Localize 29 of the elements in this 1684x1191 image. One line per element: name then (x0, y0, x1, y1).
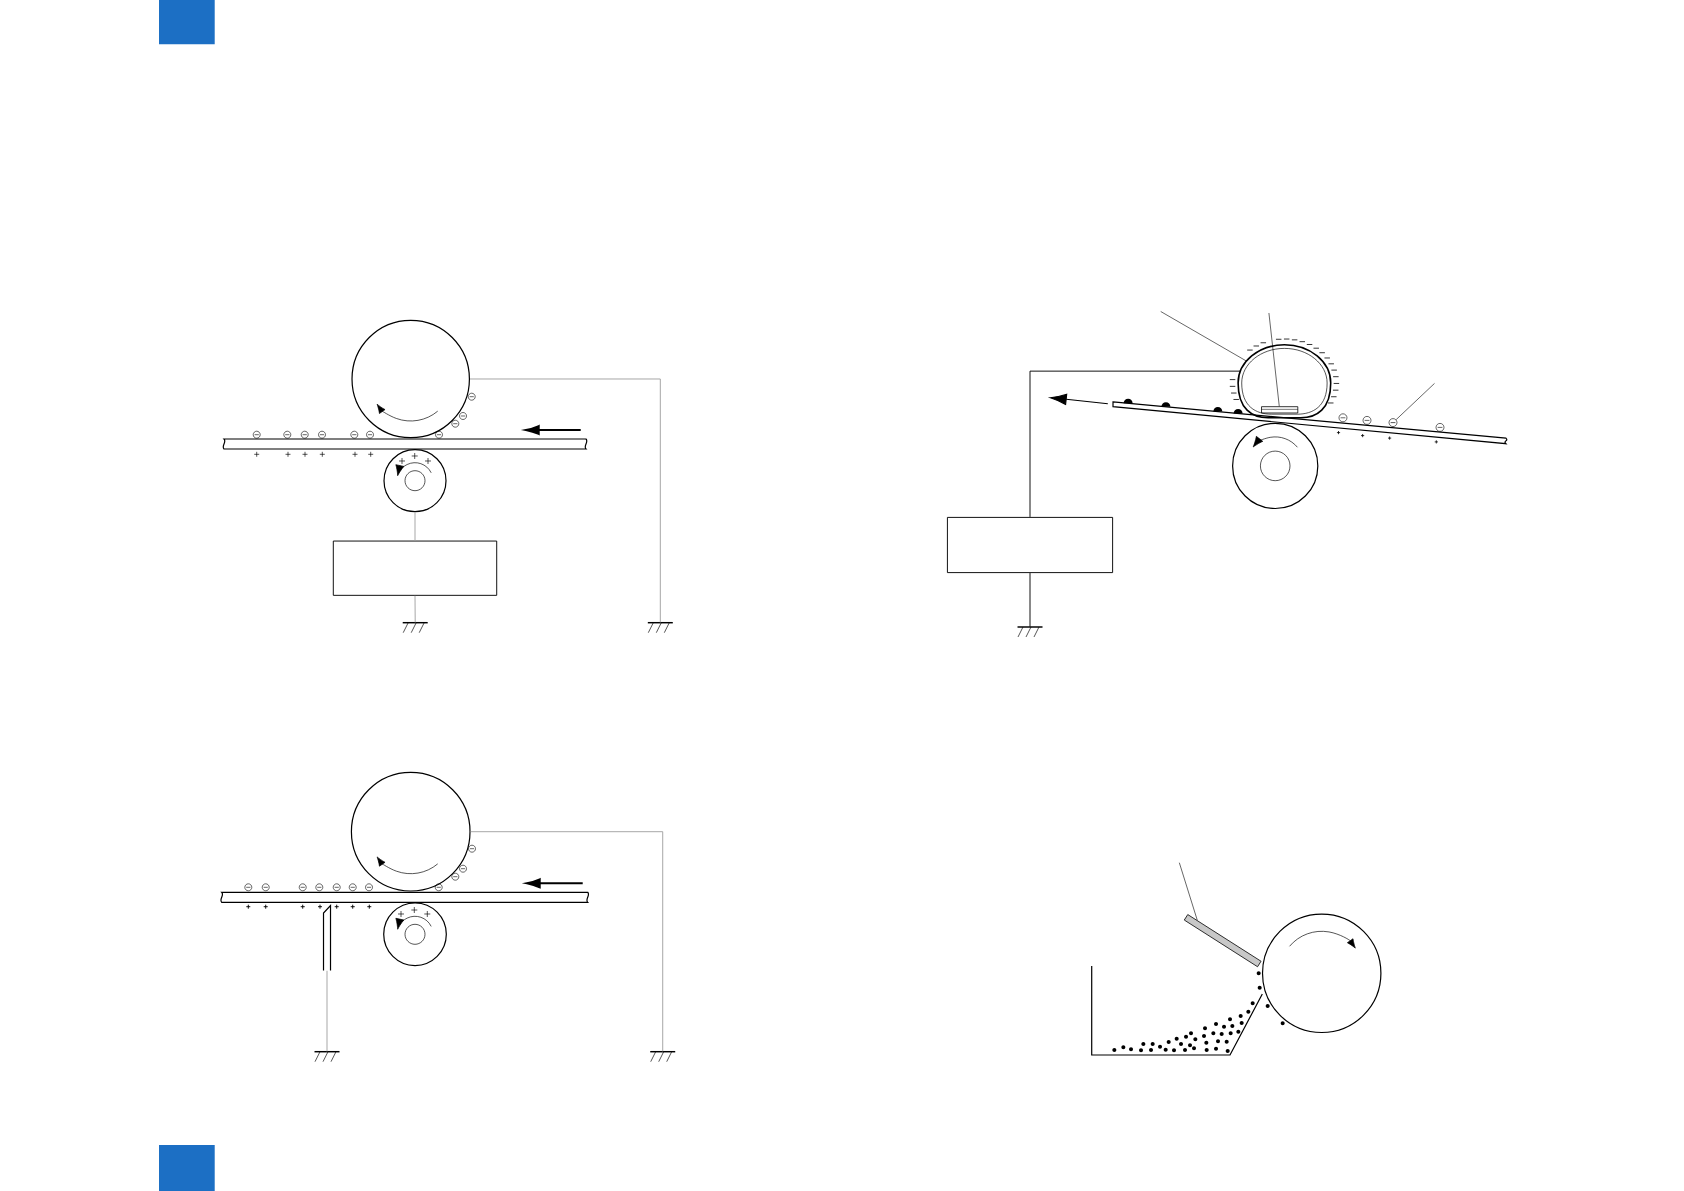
needle (322, 903, 332, 972)
roller (1261, 913, 1382, 1034)
supply-box (946, 516, 1114, 574)
leader-line (1179, 862, 1198, 921)
ground-symbol (401, 621, 429, 634)
blade (1183, 914, 1262, 968)
supply-box (332, 540, 498, 596)
heater-bar (1261, 406, 1299, 414)
wire (326, 970, 328, 1052)
wire (414, 595, 416, 623)
ground-symbol (1016, 626, 1044, 638)
wire (414, 511, 416, 542)
toner-particle (1388, 418, 1398, 427)
wire (1029, 572, 1031, 628)
leader-line (1160, 311, 1247, 362)
wire (470, 831, 664, 1052)
roller (383, 902, 447, 967)
drum (350, 771, 471, 892)
drum (351, 319, 470, 439)
wire (469, 378, 661, 623)
ground-symbol (647, 621, 674, 634)
wire (1029, 370, 1241, 518)
leader-line (1268, 312, 1280, 407)
leader-line (1395, 383, 1435, 420)
roller (383, 449, 447, 513)
pressure-roller (1232, 422, 1319, 510)
ground-symbol (313, 1050, 341, 1063)
ground-symbol (649, 1050, 676, 1063)
film-sleeve (1237, 344, 1332, 419)
